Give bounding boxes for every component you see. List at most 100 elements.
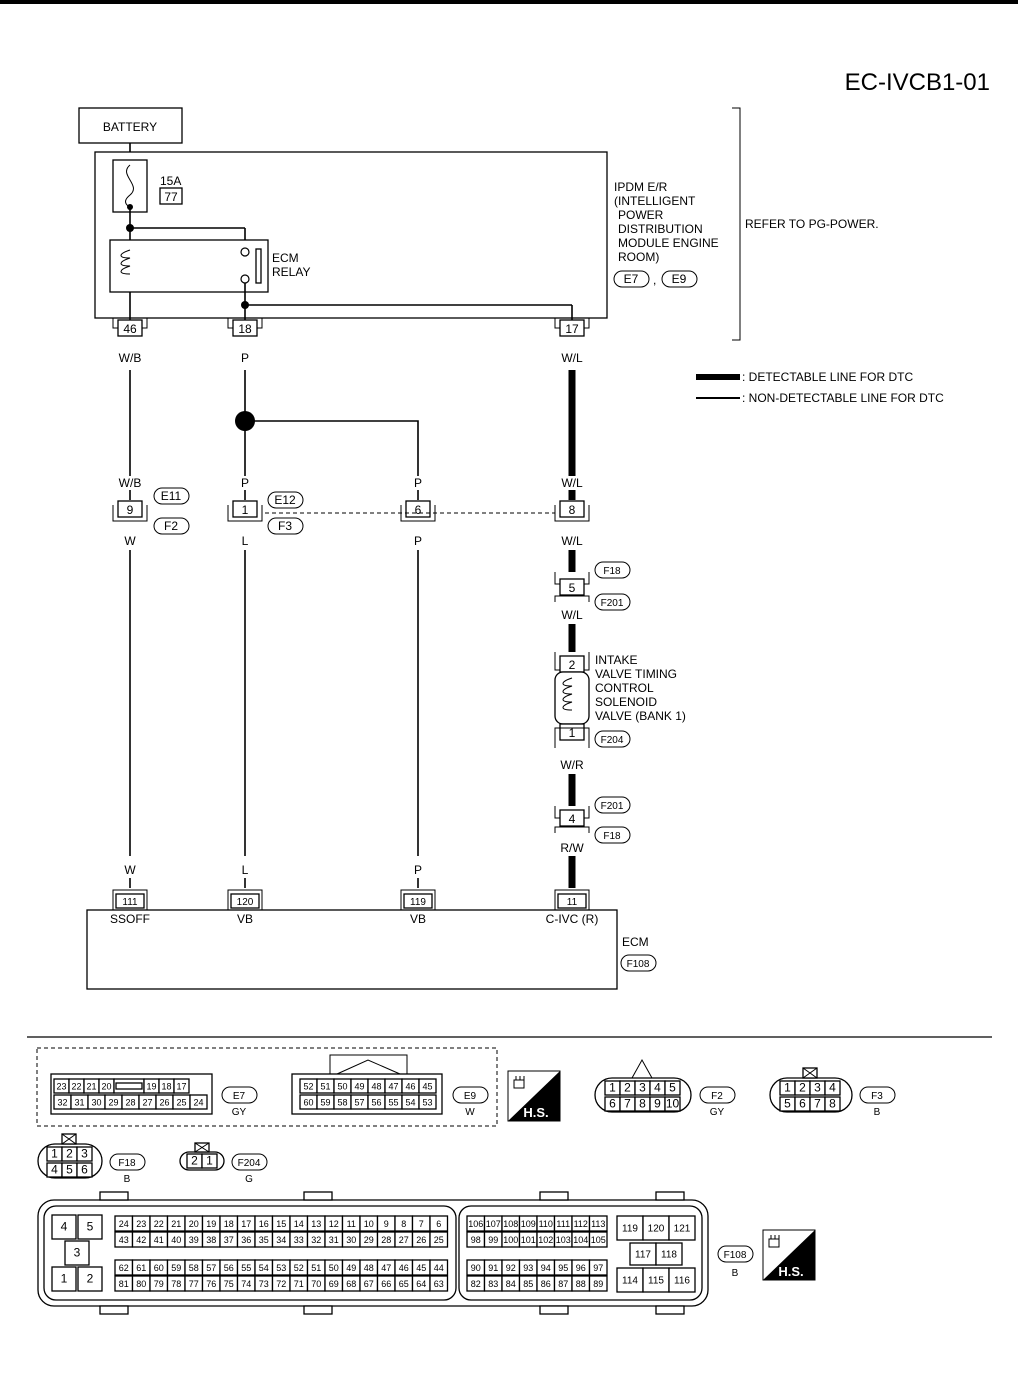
terminal-17: 17 [565, 322, 579, 336]
f108-pin: 88 [576, 1279, 586, 1289]
ecm-label: ECM [622, 935, 649, 949]
f3-pin: 5 [784, 1097, 791, 1111]
e9-pin: 56 [371, 1098, 381, 1108]
connector-view-f18-tag [109, 1153, 146, 1171]
connector-view-e9-color: W [465, 1107, 475, 1118]
connector-view-f3-color: B [874, 1107, 881, 1118]
connector-tag-e12 [267, 491, 304, 509]
f108-pin: 37 [224, 1235, 234, 1245]
diagram-id: EC-IVCB1-01 [845, 69, 990, 96]
f108-pin: 69 [329, 1279, 339, 1289]
ipdm-connector-group [36, 1047, 498, 1127]
f108-pin: 3 [74, 1246, 81, 1260]
joint-color-upper-4: W/L [561, 476, 583, 490]
wire-color-p-top: P [241, 351, 249, 365]
f18-pin: 3 [81, 1147, 88, 1161]
f108-pin: 34 [276, 1235, 286, 1245]
relay-box [109, 239, 269, 293]
solenoid-label-5: VALVE (BANK 1) [595, 709, 686, 723]
hand-icon [513, 1076, 525, 1089]
ipdm-line-6: ROOM) [618, 250, 659, 264]
f108-pin: 1 [61, 1272, 68, 1286]
hs-badge-2-label: H.S. [778, 1264, 803, 1279]
e7-pin: 22 [71, 1082, 81, 1092]
ecm-wire-color-w: W [124, 863, 136, 877]
ipdm-terminal-46: 46 [112, 318, 148, 337]
f2-pin: 6 [609, 1097, 616, 1111]
f108-pin: 59 [171, 1263, 181, 1273]
f108-pin: 84 [506, 1279, 516, 1289]
joint-terminal-6: 6 [400, 500, 436, 522]
f108-pin: 27 [399, 1235, 409, 1245]
f108-pin: 48 [364, 1263, 374, 1273]
hs-badge-2: H.S. [762, 1229, 816, 1281]
e7-pin: 25 [176, 1098, 186, 1108]
e9-pin: 58 [337, 1098, 347, 1108]
e9-pin: 53 [422, 1098, 432, 1108]
f108-pin: 93 [523, 1263, 533, 1273]
e9-pin-cell [418, 1078, 437, 1094]
f108-pin: 8 [401, 1219, 406, 1229]
f108-pin-cell [668, 1215, 696, 1241]
f108-pin: 116 [674, 1276, 690, 1287]
f108-pin: 68 [346, 1279, 356, 1289]
f108-pin: 121 [674, 1224, 691, 1235]
f108-pin: 110 [539, 1219, 553, 1229]
e9-pin: 51 [320, 1082, 330, 1092]
ecm-wire-color-l: L [242, 863, 249, 877]
f108-pin: 114 [622, 1276, 638, 1287]
f108-pin: 17 [241, 1219, 251, 1229]
relay-armature [255, 248, 262, 284]
solenoid-body [554, 671, 590, 725]
e9-pin: 57 [354, 1098, 364, 1108]
connector-view-e9-id: E9 [464, 1091, 477, 1102]
solenoid-terminal-top: 2 [569, 658, 576, 672]
e7-pin: 29 [108, 1098, 118, 1108]
ecm-pin-civc: C-IVC (R) [546, 912, 599, 926]
f2-pin: 1 [609, 1081, 616, 1095]
f108-pin: 78 [171, 1279, 181, 1289]
joint-terminal-8: 8 [554, 500, 590, 522]
f108-pin: 53 [276, 1263, 286, 1273]
solenoid-label-3: CONTROL [595, 681, 654, 695]
f18-pin: 1 [51, 1147, 58, 1161]
f108-pin: 82 [471, 1279, 481, 1289]
ipdm-label: IPDM E/R (INTELLIGENT POWER DISTRIBUTION… [614, 180, 719, 264]
f108-pin: 113 [591, 1219, 605, 1229]
solenoid-label-1: INTAKE [595, 653, 637, 667]
fuse-rating: 15A [160, 174, 181, 188]
hs-badge-1: H.S. [507, 1070, 561, 1122]
connector-tag-f201-b [594, 796, 631, 814]
connector-tag-f18-a [594, 561, 631, 579]
connector-view-f108-tag [717, 1245, 754, 1263]
f108-pin: 57 [206, 1263, 216, 1273]
e7-pin: 32 [57, 1098, 67, 1108]
f108-pin: 29 [364, 1235, 374, 1245]
e7-pin: 21 [86, 1082, 96, 1092]
f108-pin: 16 [259, 1219, 269, 1229]
f3-pin: 2 [799, 1081, 806, 1095]
f2-pin: 3 [639, 1081, 646, 1095]
joint-color-lower-4: W/L [561, 534, 583, 548]
connector-view-e7-color: GY [232, 1107, 247, 1118]
f18-pin: 2 [66, 1147, 73, 1161]
f108-pin: 102 [538, 1235, 553, 1245]
f108-pin-cell [668, 1267, 696, 1293]
connector-tag-f18-a-label: F18 [603, 566, 621, 577]
relay-contact-bottom [240, 274, 250, 284]
ecm-wire-color-p: P [414, 863, 422, 877]
f108-pin: 108 [503, 1219, 518, 1229]
f108-pin: 30 [346, 1235, 356, 1245]
f108-pin: 92 [506, 1263, 516, 1273]
f108-pin: 99 [488, 1235, 498, 1245]
e9-pin: 59 [320, 1098, 330, 1108]
connector-view-e7-tag [221, 1086, 258, 1104]
f108-pin: 60 [154, 1263, 164, 1273]
f2-pin: 7 [624, 1097, 631, 1111]
connector-tag-e11-label: E11 [161, 489, 182, 503]
f108-pin: 55 [241, 1263, 251, 1273]
